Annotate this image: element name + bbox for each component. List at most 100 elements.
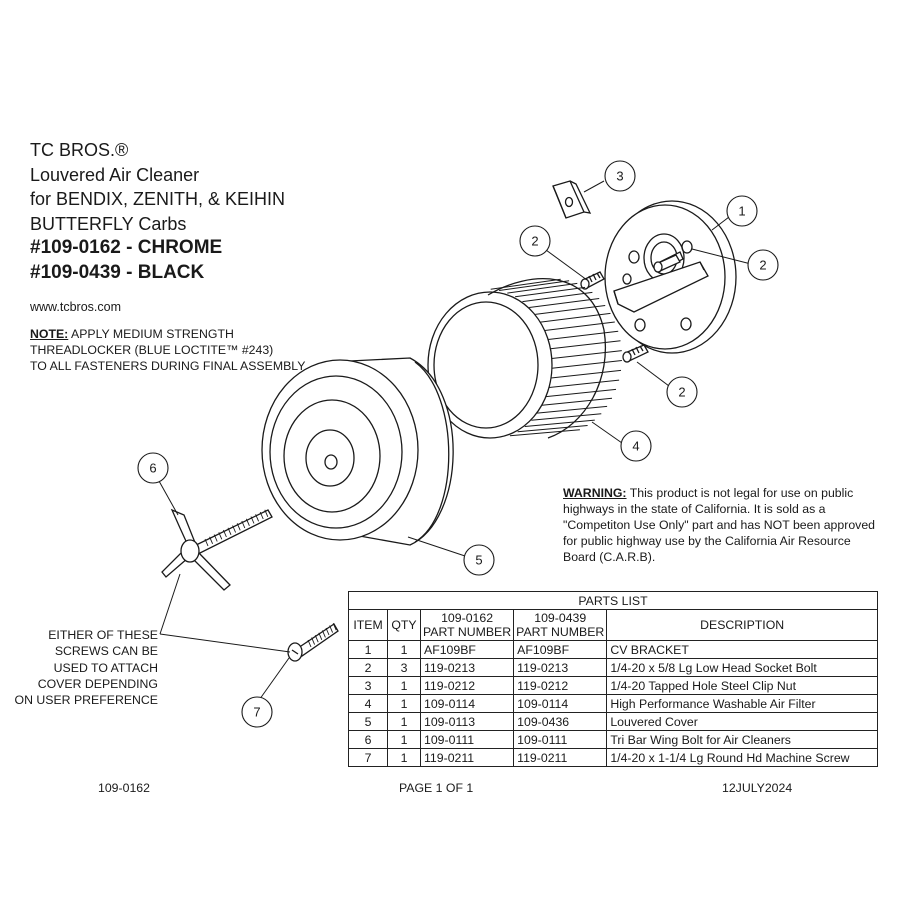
cell-qty: 1 [387, 748, 421, 767]
air-filter-illustration [427, 268, 622, 460]
cell-part-number-chrome: 109-0111 [419, 730, 515, 749]
note-line-2: THREADLOCKER (BLUE LOCTITE™ #243) [30, 343, 274, 357]
parts-list-table: PARTS LIST ITEM QTY 109-0162 PART NUMBER… [348, 591, 878, 767]
note-label: NOTE: [30, 327, 69, 341]
cell-part-number-black: AF109BF [513, 640, 608, 659]
callout-6: 6 [149, 461, 156, 476]
header-qty: QTY [387, 609, 421, 641]
cell-part-number-chrome: 109-0114 [419, 694, 515, 713]
note-line-1: APPLY MEDIUM STRENGTH [68, 327, 234, 341]
header-pn-black-top: 109-0439 [534, 611, 587, 625]
screw-note-line-3: USED TO ATTACH [53, 660, 158, 675]
warning-notice: WARNING: This product is not legal for u… [563, 485, 883, 565]
cell-qty: 1 [387, 640, 421, 659]
screw-note-line-2: SCREWS CAN BE [54, 644, 158, 659]
louvered-cover-illustration [261, 357, 454, 546]
cell-part-number-chrome: 119-0213 [419, 658, 515, 677]
cell-part-number-black: 109-0436 [513, 712, 608, 731]
cell-qty: 1 [387, 694, 421, 713]
parts-list-title: PARTS LIST [348, 591, 878, 610]
callout-circles [137, 160, 779, 728]
cell-part-number-black: 119-0213 [513, 658, 608, 677]
product-fitment: for BENDIX, ZENITH, & KEIHIN [30, 189, 286, 209]
brand-title: TC BROS.® [30, 140, 129, 160]
cell-description: 1/4-20 Tapped Hole Steel Clip Nut [606, 676, 878, 695]
cell-item: 2 [348, 658, 388, 677]
cv-bracket-illustration [604, 200, 737, 354]
callout-5: 5 [475, 553, 482, 568]
cell-item: 7 [348, 748, 388, 767]
cell-qty: 1 [387, 730, 421, 749]
header-pn-black-bottom: PART NUMBER [516, 625, 605, 639]
callout-2-upper: 2 [531, 234, 538, 249]
screw-note-line-1: EITHER OF THESE [48, 628, 158, 642]
product-name: Louvered Air Cleaner [30, 164, 200, 185]
header-part-number-black: 109-0439 PART NUMBER [513, 609, 608, 641]
callout-7: 7 [253, 705, 260, 720]
cell-part-number-black: 119-0211 [513, 748, 608, 767]
cell-part-number-black: 109-0114 [513, 694, 608, 713]
callout-2-lower: 2 [678, 385, 685, 400]
part-number-chrome: #109-0162 - CHROME [30, 237, 223, 258]
part-number-black: #109-0439 - BLACK [30, 261, 205, 283]
screw-note-line-5: ON USER PREFERENCE [14, 693, 159, 708]
cell-description: 1/4-20 x 5/8 Lg Low Head Socket Bolt [606, 658, 878, 677]
cell-description: 1/4-20 x 1-1/4 Lg Round Hd Machine Screw [606, 748, 878, 767]
cell-description: Louvered Cover [606, 712, 878, 731]
header-item: ITEM [348, 609, 388, 641]
screw-note-line-4: COVER DEPENDING [37, 676, 158, 691]
cell-description: High Performance Washable Air Filter [606, 694, 878, 713]
header-part-number-chrome: 109-0162 PART NUMBER [419, 609, 515, 641]
screw-choice-note: EITHER OF THESE SCREWS CAN BE USED TO AT… [12, 627, 159, 708]
cell-item: 4 [348, 694, 388, 713]
socket-bolt-illustration-lower [622, 344, 649, 363]
title-block: TC BROS.® Louvered Air Cleaner for BENDI… [30, 138, 285, 285]
cell-part-number-chrome: 119-0211 [419, 748, 515, 767]
cell-qty: 1 [387, 712, 421, 731]
socket-bolt-illustration [580, 271, 605, 290]
socket-bolt-illustration-upper [653, 254, 681, 273]
wing-bolt-illustration [161, 508, 273, 591]
cell-item: 5 [348, 712, 388, 731]
clip-nut-illustration [552, 180, 592, 219]
website-url: www.tcbros.com [30, 300, 121, 314]
footer-drawing-number: 109-0162 [98, 781, 150, 795]
callout-4: 4 [632, 439, 639, 454]
cell-item: 3 [348, 676, 388, 695]
cell-part-number-black: 109-0111 [513, 730, 608, 749]
cell-part-number-chrome: AF109BF [419, 640, 515, 659]
cell-part-number-black: 119-0212 [513, 676, 608, 695]
cell-part-number-chrome: 109-0113 [419, 712, 515, 731]
footer-page-number: PAGE 1 OF 1 [399, 781, 474, 795]
product-fitment-2: BUTTERFLY Carbs [30, 213, 187, 234]
machine-screw-illustration [287, 623, 339, 662]
header-description: DESCRIPTION [606, 609, 878, 641]
callout-1: 1 [738, 204, 745, 219]
cell-item: 6 [348, 730, 388, 749]
callout-3: 3 [616, 169, 623, 184]
note-line-3: TO ALL FASTENERS DURING FINAL ASSEMBLY [30, 359, 306, 373]
cell-qty: 1 [387, 676, 421, 695]
footer-date: 12JULY2024 [722, 781, 793, 795]
cell-item: 1 [348, 640, 388, 659]
cell-part-number-chrome: 119-0212 [419, 676, 515, 695]
header-pn-chrome-top: 109-0162 [441, 611, 494, 625]
cell-description: Tri Bar Wing Bolt for Air Cleaners [606, 730, 878, 749]
callout-2-right: 2 [759, 258, 766, 273]
assembly-note: NOTE: APPLY MEDIUM STRENGTH THREADLOCKER… [30, 326, 305, 374]
warning-text: This product is not legal for use on pub… [563, 486, 875, 564]
cell-qty: 3 [387, 658, 421, 677]
warning-label: WARNING: [563, 486, 627, 500]
leader-lines [158, 180, 752, 704]
cell-description: CV BRACKET [606, 640, 878, 659]
